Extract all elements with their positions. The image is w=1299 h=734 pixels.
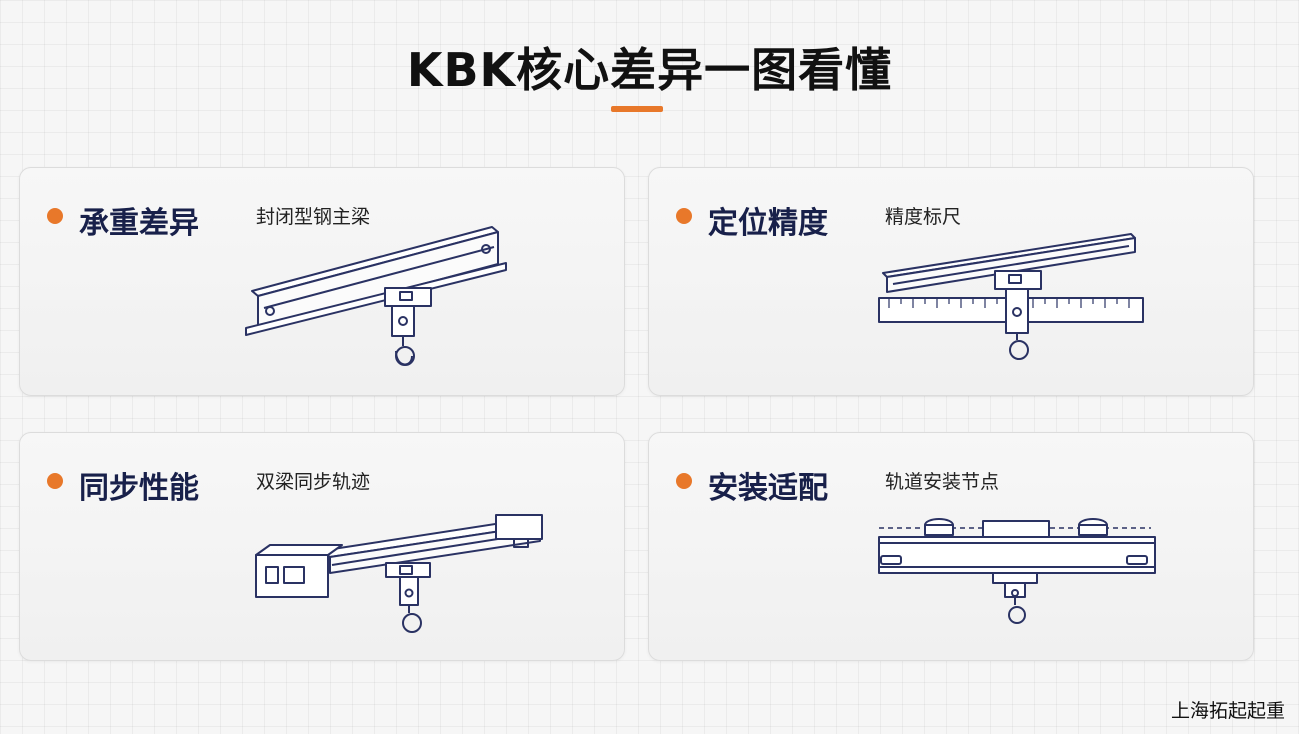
dual-beam-track-icon xyxy=(255,514,543,633)
title-underline xyxy=(611,106,663,112)
card-installation-fit: 安装适配 轨道安装节点 xyxy=(648,432,1254,661)
card-title: 同步性能 xyxy=(79,471,199,506)
bullet-dot xyxy=(47,208,63,224)
card-sync-performance: 同步性能 双梁同步轨迹 xyxy=(19,432,625,661)
track-install-node-icon xyxy=(878,518,1156,624)
bullet-dot xyxy=(676,473,692,489)
brand-watermark: 上海拓起起重 xyxy=(1170,700,1285,722)
card-title: 安装适配 xyxy=(708,471,828,506)
card-title: 承重差异 xyxy=(79,206,199,241)
page-title: KBK核心差异一图看懂 xyxy=(406,43,893,97)
card-subtitle: 双梁同步轨迹 xyxy=(256,471,371,493)
card-subtitle: 轨道安装节点 xyxy=(885,471,1000,493)
card-title: 定位精度 xyxy=(708,206,828,241)
precision-ruler-icon xyxy=(878,233,1144,360)
card-positioning-accuracy: 定位精度 精度标尺 xyxy=(648,167,1254,396)
bullet-dot xyxy=(676,208,692,224)
card-subtitle: 封闭型钢主梁 xyxy=(256,206,371,228)
closed-steel-beam-icon xyxy=(245,226,507,366)
bullet-dot xyxy=(47,473,63,489)
card-subtitle: 精度标尺 xyxy=(885,206,962,228)
card-load-difference: 承重差异 封闭型钢主梁 xyxy=(19,167,625,396)
